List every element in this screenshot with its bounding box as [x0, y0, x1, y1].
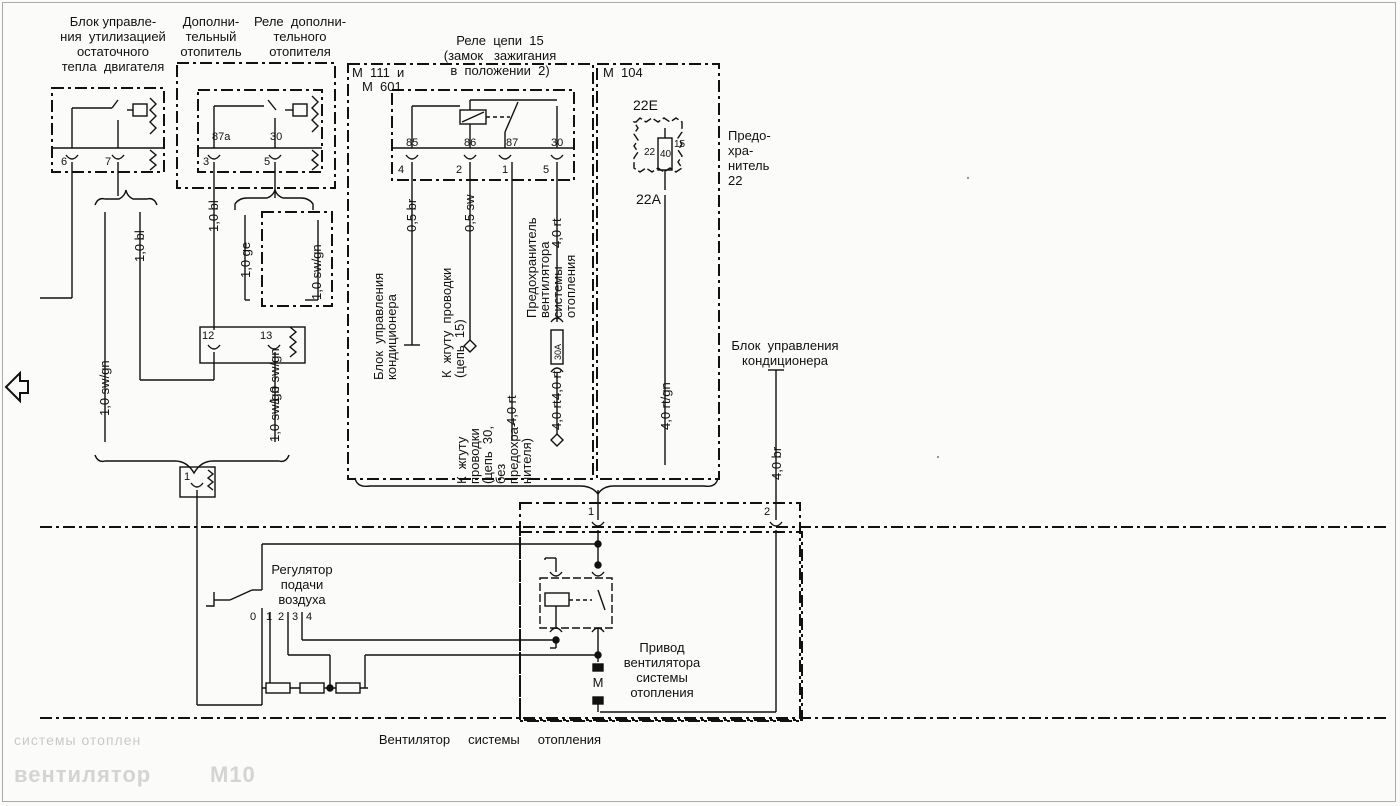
pin-label: 1	[588, 506, 595, 518]
m104-block	[596, 63, 720, 480]
wire-label: 1,0 ge	[238, 241, 253, 278]
fan-fuse-rating: 30A	[553, 343, 563, 360]
pin-label: 2	[456, 164, 463, 176]
fuse-22e-label: 22E	[633, 97, 658, 113]
pin-label: 12	[202, 330, 215, 342]
wire-label: 4,0 br	[769, 446, 784, 480]
left-arrow-icon	[4, 370, 29, 404]
faded-text: системы отоплен	[14, 732, 142, 748]
wire-label: 4,0 rt	[504, 395, 519, 425]
fuse-22a-label: 22A	[636, 191, 661, 207]
pin-label: 86	[464, 137, 477, 149]
heat-recovery-title: Блок управле- ния утилизацией остаточног…	[60, 14, 166, 74]
pin-label: 7	[105, 156, 112, 168]
wire-label: 1,0 sw/gn	[309, 244, 324, 300]
wire-label: 4,0 rt	[549, 400, 564, 430]
ac-control-title-right: Блок управления кондиционера	[731, 338, 839, 368]
pin-label: 5	[543, 164, 550, 176]
faded-text: M10	[210, 762, 256, 787]
wire-label: 0,5 br	[404, 198, 419, 232]
fan-assembly-title: Вентилятор системы отопления	[378, 732, 602, 747]
wire-label: 4,0 rt	[549, 218, 564, 248]
pin-label: 1	[502, 164, 509, 176]
wire-label: 4,0 rt/gn	[658, 382, 673, 430]
pin-label: 30	[270, 131, 283, 143]
fuse-number: 22	[644, 147, 656, 158]
harness30-label: К жгуту проводки (цепь 30, без предохра-…	[454, 422, 534, 484]
m104-label: M 104	[603, 65, 643, 80]
fuse-pin: 15	[674, 139, 686, 150]
left-wires	[94, 187, 333, 706]
pin-label: 5	[264, 156, 271, 168]
m111-label: M 111 и	[352, 65, 405, 80]
pin-label: 30	[551, 137, 564, 149]
pin-label: 87a	[212, 131, 231, 143]
regulator-position: 3	[292, 611, 299, 623]
fan-drive-title: Привод вентилятора системы отопления	[623, 640, 701, 700]
wire-label: 1,0 bl	[132, 230, 147, 262]
pin-label: 13	[260, 330, 273, 342]
wire-label: 1,0 sw/gn	[97, 360, 112, 416]
pin-label: 4	[398, 164, 405, 176]
regulator-position: 4	[306, 611, 313, 623]
regulator-position: 1	[266, 611, 273, 623]
harness15-label: К жгуту проводки (цепь 15)	[439, 267, 467, 378]
heat-recovery-unit	[40, 87, 165, 299]
relay15-block	[347, 63, 594, 480]
pin-label: 3	[203, 156, 210, 168]
regulator-position: 0	[250, 611, 257, 623]
pin-label: 2	[764, 506, 771, 518]
ac-control-vertical-label: Блок управления кондиционера	[371, 272, 399, 380]
m601-label: M 601	[362, 79, 402, 94]
wire-label: 1,0 sw/gn	[267, 348, 282, 404]
fan-assembly	[40, 502, 1390, 722]
pin-label: 6	[61, 156, 68, 168]
faded-text: вентилятор	[14, 762, 152, 787]
wire-label: 0,5 sw	[462, 194, 477, 232]
bus-bracket	[354, 477, 719, 496]
air-regulator-title: Регулятор подачи воздуха	[271, 562, 333, 607]
regulator-position: 2	[278, 611, 285, 623]
wire-label: 4,0 rt	[549, 370, 564, 400]
motor-symbol: M	[592, 675, 604, 690]
aux-heater-unit	[176, 62, 336, 330]
fuse22-title: Предо- хра- нитель 22	[728, 128, 771, 188]
pin-label: 87	[506, 137, 519, 149]
relay15-title: Реле цепи 15 (замок зажигания в положени…	[443, 33, 557, 78]
fuse-rating: 40	[660, 149, 672, 160]
pin-label: 1	[184, 471, 191, 483]
aux-heater-title: Дополни- тельный отопитель	[180, 14, 242, 59]
aux-relay-title: Реле дополни- тельного отопителя	[253, 14, 347, 59]
pin-label: 85	[406, 137, 419, 149]
wire-label: 1,0 bl	[206, 200, 221, 232]
